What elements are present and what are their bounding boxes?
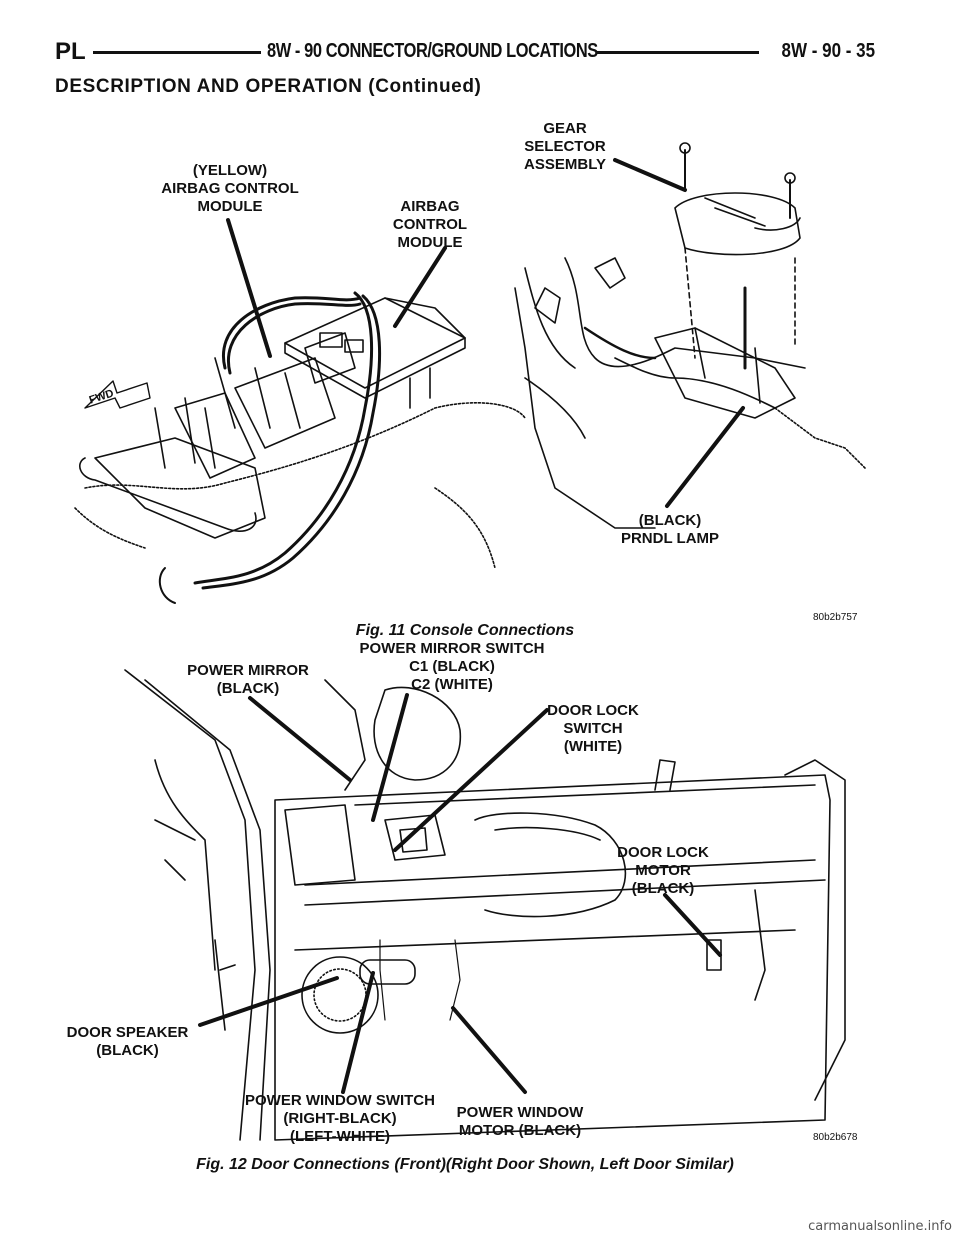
label-line: (RIGHT-BLACK) xyxy=(283,1110,397,1127)
label-line: PRNDL LAMP xyxy=(620,530,720,547)
label-power-window-switch: POWER WINDOW SWITCH (RIGHT-BLACK) (LEFT-… xyxy=(235,1092,445,1146)
label-line: DOOR LOCK xyxy=(547,702,639,719)
figure-11: (YELLOW) AIRBAG CONTROL MODULE AIRBAG CO… xyxy=(55,108,875,638)
label-airbag-control-module: AIRBAG CONTROL MODULE xyxy=(380,198,480,252)
console-illustration xyxy=(74,142,866,604)
label-line: (LEFT-WHITE) xyxy=(290,1128,390,1145)
label-line: GEAR xyxy=(543,120,587,137)
figure-11-caption: Fig. 11 Console Connections xyxy=(355,622,575,639)
figure-12: POWER MIRROR (BLACK) POWER MIRROR SWITCH… xyxy=(55,640,875,1150)
label-line: CONTROL xyxy=(392,216,468,233)
label-door-speaker: DOOR SPEAKER (BLACK) xyxy=(55,1024,200,1060)
header-left: PL xyxy=(55,38,86,65)
label-line: (BLACK) xyxy=(216,680,280,697)
label-yellow-airbag-control-module: (YELLOW) AIRBAG CONTROL MODULE xyxy=(145,162,315,216)
label-line: MODULE xyxy=(397,234,463,251)
figure-code: 80b2b678 xyxy=(813,1132,858,1143)
label-line: DOOR SPEAKER xyxy=(66,1024,189,1041)
section-title: DESCRIPTION AND OPERATION (Continued) xyxy=(55,76,482,97)
label-line: MOTOR (BLACK) xyxy=(458,1122,582,1139)
label-line: POWER WINDOW xyxy=(456,1104,584,1121)
label-line: C1 (BLACK) xyxy=(409,658,495,675)
label-line: SELECTOR xyxy=(524,138,606,155)
figure-12-caption: Fig. 12 Door Connections (Front)(Right D… xyxy=(196,1156,734,1173)
header-rule-left xyxy=(93,51,261,54)
label-line: (WHITE) xyxy=(563,738,623,755)
label-line: (BLACK) xyxy=(631,880,695,897)
label-line: AIRBAG CONTROL xyxy=(161,180,299,197)
header-title: 8W - 90 CONNECTOR/GROUND LOCATIONS xyxy=(267,40,598,62)
label-line: (YELLOW) xyxy=(192,162,268,179)
label-line: POWER WINDOW SWITCH xyxy=(245,1092,435,1109)
figure-code: 80b2b757 xyxy=(813,612,858,623)
header-rule-right xyxy=(597,51,759,54)
label-power-window-motor: POWER WINDOW MOTOR (BLACK) xyxy=(445,1104,595,1140)
label-line: POWER MIRROR xyxy=(187,662,309,679)
label-gear-selector-assembly: GEAR SELECTOR ASSEMBLY xyxy=(510,120,620,174)
label-line: POWER MIRROR SWITCH xyxy=(359,640,545,657)
label-power-mirror-switch: POWER MIRROR SWITCH C1 (BLACK) C2 (WHITE… xyxy=(337,640,567,694)
label-line: C2 (WHITE) xyxy=(411,676,493,693)
label-line: AIRBAG xyxy=(400,198,460,215)
label-door-lock-switch: DOOR LOCK SWITCH (WHITE) xyxy=(533,702,653,756)
label-line: ASSEMBLY xyxy=(524,156,606,173)
label-line: DOOR LOCK xyxy=(617,844,709,861)
door-illustration xyxy=(124,669,846,1141)
label-line: SWITCH xyxy=(563,720,623,737)
page-header: PL 8W - 90 CONNECTOR/GROUND LOCATIONS 8W… xyxy=(55,38,875,72)
label-door-lock-motor: DOOR LOCK MOTOR (BLACK) xyxy=(603,844,723,898)
watermark: carmanualsonline.info xyxy=(808,1219,952,1234)
label-power-mirror: POWER MIRROR (BLACK) xyxy=(173,662,323,698)
label-line: MODULE xyxy=(197,198,263,215)
label-line: (BLACK) xyxy=(638,512,702,529)
label-prndl-lamp: (BLACK) PRNDL LAMP xyxy=(610,512,730,548)
label-line: MOTOR xyxy=(635,862,691,879)
page-number: 8W - 90 - 35 xyxy=(781,40,875,62)
label-line: (BLACK) xyxy=(96,1042,159,1059)
